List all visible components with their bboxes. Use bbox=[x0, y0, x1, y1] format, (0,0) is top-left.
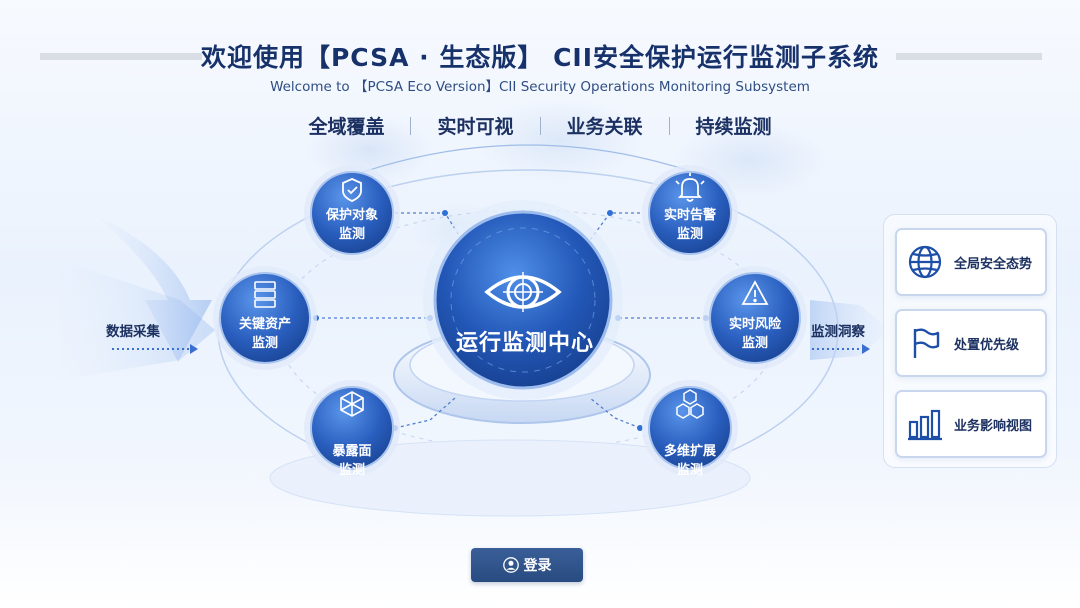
output-card-label: 处置优先级 bbox=[954, 337, 1020, 353]
page-subtitle: Welcome to 【PCSA Eco Version】CII Securit… bbox=[270, 79, 810, 95]
center-inner-ring bbox=[450, 227, 596, 373]
login-button-label: 登录 bbox=[523, 557, 552, 573]
input-flow-label: 数据采集 bbox=[106, 324, 160, 340]
node-label-line: 实时风险 bbox=[728, 317, 781, 332]
shield-icon bbox=[342, 178, 362, 202]
eye-icon bbox=[484, 272, 562, 312]
base-platform bbox=[269, 439, 751, 517]
feature-divider bbox=[410, 116, 412, 135]
node-label-line: 监测 bbox=[251, 336, 278, 351]
node-label-line: 实时告警 bbox=[663, 208, 716, 223]
center-label: 运行监测中心 bbox=[455, 331, 594, 356]
node-exposure[interactable] bbox=[304, 380, 400, 476]
hexagons-icon bbox=[676, 389, 704, 419]
output-card-priority[interactable]: 处置优先级 bbox=[895, 309, 1047, 377]
user-icon bbox=[502, 557, 519, 573]
input-flow-arrow-band bbox=[60, 260, 215, 380]
output-card-label: 全局安全态势 bbox=[954, 256, 1033, 272]
node-label-line: 暴露面 bbox=[332, 444, 372, 459]
feature-divider bbox=[539, 116, 541, 135]
feature-bar: 全域覆盖 实时可视 业务关联 持续监测 bbox=[0, 112, 1080, 139]
flag-icon bbox=[913, 328, 940, 358]
bell-icon bbox=[675, 173, 705, 202]
node-extend[interactable] bbox=[642, 380, 738, 476]
node-asset[interactable] bbox=[213, 266, 317, 370]
bar-chart-icon bbox=[908, 409, 942, 441]
feature-item: 持续监测 bbox=[695, 116, 772, 138]
node-label-line: 监测 bbox=[676, 463, 703, 478]
title-line-left bbox=[40, 53, 202, 60]
output-flow-label: 监测洞察 bbox=[811, 324, 865, 340]
node-label-line: 监测 bbox=[741, 336, 768, 351]
node-alarm-label: 实时告警 监测 bbox=[650, 206, 730, 244]
node-protect[interactable] bbox=[304, 165, 400, 261]
node-asset-label: 关键资产 监测 bbox=[225, 315, 305, 353]
input-arrow-head bbox=[190, 344, 198, 354]
node-risk[interactable] bbox=[703, 266, 807, 370]
server-icon bbox=[254, 281, 276, 308]
node-label-line: 监测 bbox=[676, 227, 703, 242]
output-card-business-impact[interactable]: 业务影响视图 bbox=[895, 390, 1047, 458]
cube-icon bbox=[340, 391, 364, 417]
node-label-line: 监测 bbox=[338, 463, 365, 478]
output-card-global-situation[interactable]: 全局安全态势 bbox=[895, 228, 1047, 296]
node-label-line: 监测 bbox=[338, 227, 365, 242]
output-arrow-head bbox=[862, 344, 870, 354]
feature-item: 业务关联 bbox=[566, 116, 643, 138]
page-title: 欢迎使用【PCSA · 生态版】 CII安全保护运行监测子系统 bbox=[200, 43, 880, 72]
warning-icon bbox=[741, 280, 769, 305]
node-exposure-label: 暴露面 监测 bbox=[312, 442, 392, 480]
node-alarm[interactable] bbox=[642, 165, 738, 261]
node-protect-label: 保护对象 监测 bbox=[312, 206, 392, 244]
node-label-line: 保护对象 bbox=[325, 208, 378, 223]
feature-divider bbox=[668, 116, 670, 135]
login-button[interactable]: 登录 bbox=[471, 548, 583, 582]
feature-item: 实时可视 bbox=[437, 116, 514, 138]
feature-item: 全域覆盖 bbox=[308, 116, 385, 138]
globe-icon bbox=[908, 245, 942, 279]
output-card-label: 业务影响视图 bbox=[954, 418, 1033, 434]
top-orbit-arc bbox=[339, 144, 717, 181]
node-extend-label: 多维扩展 监测 bbox=[650, 442, 730, 480]
node-label-line: 多维扩展 bbox=[663, 444, 716, 459]
node-label-line: 关键资产 bbox=[238, 317, 291, 332]
title-line-right bbox=[896, 53, 1042, 60]
output-flow-arrow bbox=[810, 300, 890, 360]
node-risk-label: 实时风险 监测 bbox=[715, 315, 795, 353]
